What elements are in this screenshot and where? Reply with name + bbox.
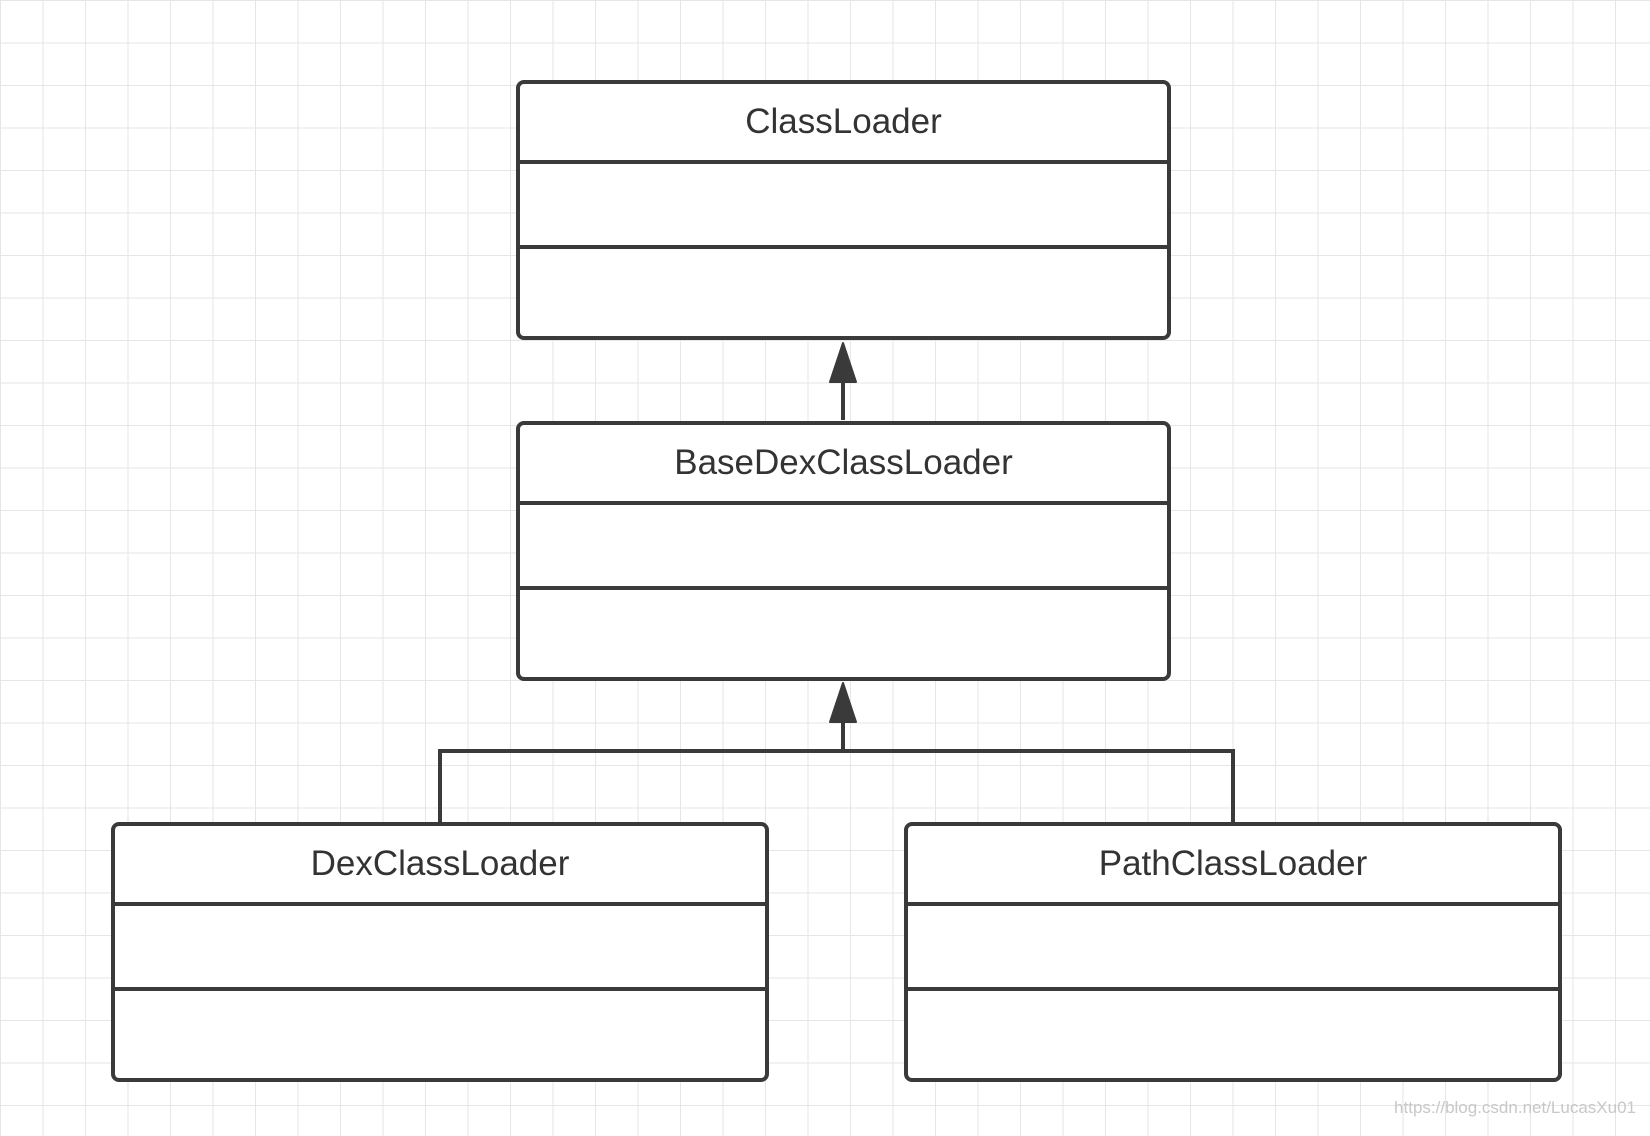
inheritance-line-dex-branch [438, 749, 843, 823]
class-name: PathClassLoader [908, 826, 1558, 906]
class-box-pathclassloader[interactable]: PathClassLoader [904, 822, 1562, 1082]
class-attributes-compartment [520, 505, 1167, 590]
class-box-basedexclassloader[interactable]: BaseDexClassLoader [516, 421, 1171, 681]
inheritance-arrowhead-icon [829, 342, 857, 383]
class-attributes-compartment [115, 906, 765, 991]
class-attributes-compartment [908, 906, 1558, 991]
class-box-classloader[interactable]: ClassLoader [516, 80, 1171, 340]
watermark: https://blog.csdn.net/LucasXu01 [1394, 1098, 1636, 1117]
class-name: BaseDexClassLoader [520, 425, 1167, 505]
class-name: DexClassLoader [115, 826, 765, 906]
class-attributes-compartment [520, 164, 1167, 249]
inheritance-line-path-branch [843, 749, 1235, 823]
class-name: ClassLoader [520, 84, 1167, 164]
inheritance-arrowhead-icon [829, 682, 857, 723]
class-box-dexclassloader[interactable]: DexClassLoader [111, 822, 769, 1082]
class-methods-compartment [908, 991, 1558, 1078]
class-methods-compartment [520, 590, 1167, 677]
class-methods-compartment [115, 991, 765, 1078]
class-methods-compartment [520, 249, 1167, 336]
